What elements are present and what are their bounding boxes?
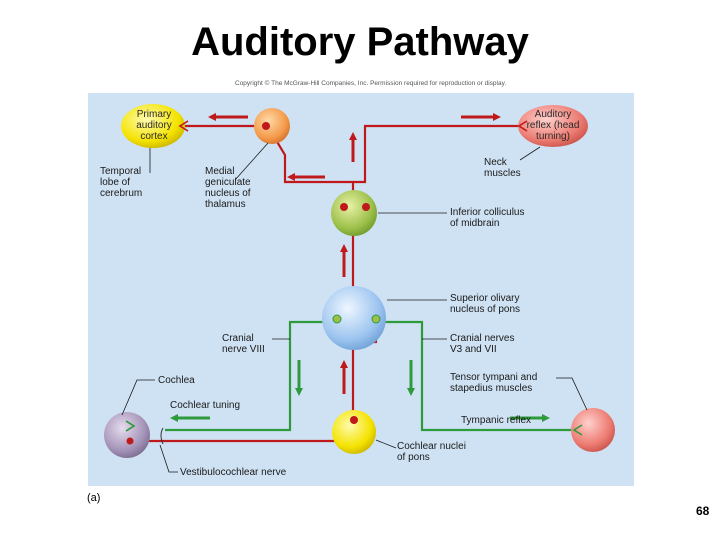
tympanic-muscles-node [571, 408, 615, 452]
nerve-terminal-reflex [517, 120, 528, 132]
nerve-terminal-cortex [178, 120, 189, 132]
auditory-reflex-node [518, 105, 588, 147]
synapse-olivary-left [332, 314, 342, 324]
cochlear-nuclei-node [332, 410, 376, 454]
leader-vestibulocochlear [159, 444, 178, 473]
pathway-colliculus-to-geniculate [272, 134, 355, 196]
medial-geniculate-node [254, 108, 290, 144]
primary-auditory-cortex-node [121, 104, 185, 148]
cochlear-tuning-label: Cochlear tuning [170, 400, 241, 411]
synapse-geniculate [262, 122, 270, 130]
nerve-terminal-cochlea [125, 420, 136, 432]
leader-neck-muscles [519, 146, 541, 161]
pathway-colliculus-to-reflex [353, 124, 522, 184]
cochlea-label: Cochlea [158, 375, 195, 386]
page-number: 68 [696, 504, 710, 518]
synapse-cochlea [126, 437, 134, 445]
neck-muscles-label: Neck muscles [484, 157, 521, 179]
tympanic-reflex-label: Tympanic reflex [461, 415, 532, 426]
temporal-lobe-label: Temporal lobe of cerebrum [100, 166, 143, 199]
leader-cochlea [121, 379, 155, 416]
tensor-tympani-label: Tensor tympani and stapedius muscles [450, 372, 538, 394]
nerve-terminal-tympanic [572, 424, 583, 436]
synapse-colliculus-right [362, 203, 370, 211]
cranial-nerve-viii-label: Cranial nerve VIII [222, 333, 265, 355]
medial-geniculate-label: Medial geniculate nucleus of thalamus [205, 166, 251, 210]
descending-pathway [165, 320, 578, 432]
vestibulocochlear-nerve-label: Vestibulocochlear nerve [180, 467, 287, 478]
vestibulocochlear-nerve-bracket [160, 427, 164, 445]
cochlea-node [104, 412, 150, 458]
slide-title: Auditory Pathway [191, 20, 529, 64]
pathway-olivary-to-cochlea [165, 320, 330, 432]
superior-olivary-node [322, 286, 386, 350]
leader-lines [121, 142, 588, 473]
direction-arrows [170, 113, 550, 422]
copyright-notice: Copyright © The McGraw-Hill Companies, I… [235, 80, 507, 87]
synapse-cochlear-nuclei [350, 416, 358, 424]
inferior-colliculus-node [331, 190, 377, 236]
figure-part-label: (a) [87, 492, 101, 504]
superior-olivary-label: Superior olivary nucleus of pons [450, 293, 521, 315]
auditory-reflex-label: Auditory reflex (head turning) [526, 109, 580, 142]
synapse-olivary-right [371, 314, 381, 324]
leader-tensor-tympani [556, 377, 588, 411]
cochlear-nuclei-label: Cochlear nuclei of pons [397, 441, 466, 463]
leader-cochlear-nuclei [375, 439, 397, 449]
synapse-markers [125, 120, 583, 445]
pathway-olivary-to-tympanic [384, 320, 578, 432]
inferior-colliculus-label: Inferior colliculus of midbrain [450, 207, 525, 229]
primary-auditory-cortex-label: Primary auditory cortex [136, 109, 172, 142]
cranial-nerves-v3-vii-label: Cranial nerves V3 and VII [450, 333, 515, 355]
synapse-colliculus-left [340, 203, 348, 211]
leader-medial-geniculate [234, 142, 269, 181]
